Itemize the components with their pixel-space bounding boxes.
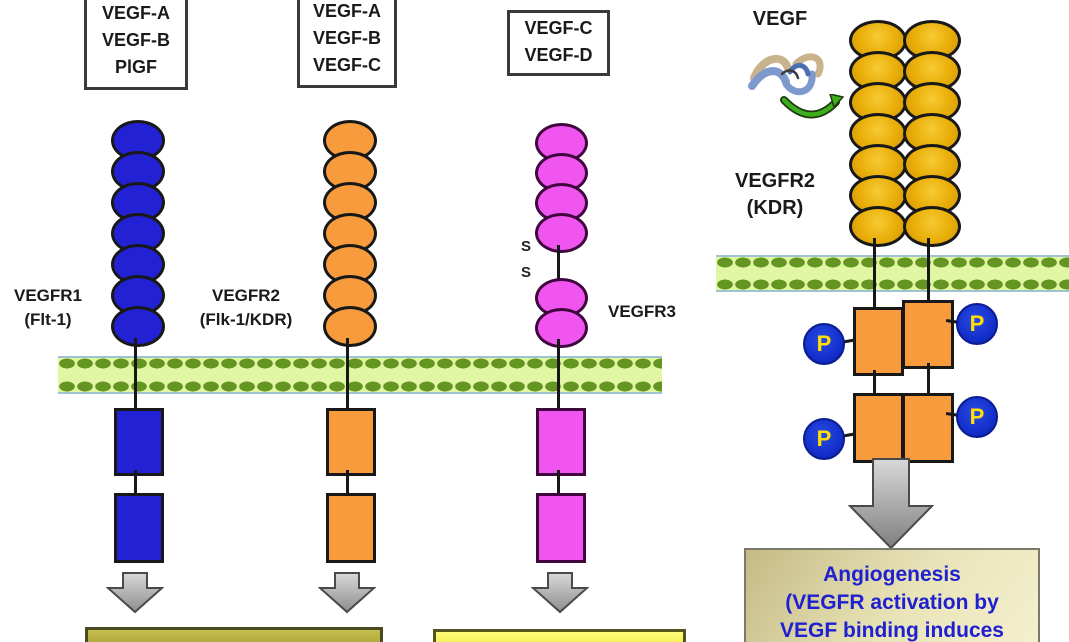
down-arrow-icon: [848, 458, 934, 550]
kinase-domain: [902, 300, 954, 369]
receptor-stalk: [346, 338, 349, 410]
receptor-stalk: [134, 338, 137, 410]
down-arrow-icon: [531, 572, 589, 614]
outcome-line: VEGF binding induces: [779, 619, 1004, 642]
kinase-domain: [326, 493, 376, 563]
receptor-alias: (KDR): [746, 197, 804, 219]
ligand-box-vegfr2: VEGF-A VEGF-B VEGF-C: [297, 0, 397, 88]
lipid-row: [58, 358, 662, 369]
kinase-domain: [853, 307, 904, 376]
kinase-linker: [927, 363, 930, 394]
ligand-box-vegfr1: VEGF-A VEGF-B PlGF: [84, 0, 188, 90]
phosphate-badge: P: [803, 418, 845, 460]
outcome-line: Angiogenesis: [823, 563, 961, 586]
receptor-stalk: [873, 238, 876, 308]
kinase-linker: [346, 470, 349, 494]
ig-domain: [535, 308, 588, 348]
ligand-name: VEGF-D: [524, 45, 593, 65]
lipid-row: [716, 279, 1069, 290]
cell-membrane: [716, 255, 1069, 292]
ig-domain: [323, 306, 377, 347]
ig-domain: [535, 213, 588, 253]
kinase-domain: [326, 408, 376, 476]
ligand-name: VEGF-B: [101, 30, 170, 50]
receptor-name: VEGFR3: [607, 302, 677, 321]
receptor-stalk: [557, 339, 560, 410]
ig-domain: [849, 206, 907, 247]
phosphate-label: P: [969, 404, 985, 429]
phosphate-label: P: [816, 426, 832, 451]
receptor-alias: (Flt-1): [24, 310, 72, 329]
outcome-line: (VEGFR activation by: [785, 591, 999, 614]
ig-domain: [323, 120, 377, 161]
receptor-label-vegfr2-kdr: VEGFR2 (KDR): [716, 168, 834, 222]
vegf-ligand-label: VEGF: [752, 8, 808, 30]
kinase-domain: [114, 408, 164, 476]
receptor-name: VEGFR1: [13, 286, 83, 305]
phosphate-badge: P: [956, 303, 998, 345]
lipid-row: [716, 257, 1069, 268]
phosphate-badge: P: [956, 396, 998, 438]
kinase-domain: [853, 393, 904, 463]
binding-arrow-icon: [780, 94, 844, 119]
ligand-name: VEGF-C: [524, 18, 593, 38]
ligand-name: VEGF-A: [101, 3, 170, 23]
down-arrow-icon: [106, 572, 164, 614]
receptor-stalk: [927, 238, 930, 302]
kinase-domain: [536, 408, 586, 476]
kinase-domain: [902, 393, 954, 463]
receptor-label-vegfr3: VEGFR3: [592, 300, 692, 324]
ligand-name: VEGF-C: [312, 55, 381, 75]
ligand-box-vegfr3: VEGF-C VEGF-D: [507, 10, 610, 76]
receptor-label-vegfr1: VEGFR1 (Flt-1): [0, 284, 96, 332]
receptor-label-vegfr2: VEGFR2 (Flk-1/KDR): [180, 284, 312, 332]
ligand-name: PlGF: [114, 57, 157, 77]
disulfide-linker: [557, 245, 560, 281]
ligand-name: VEGF-B: [312, 28, 381, 48]
outcome-box-right: [433, 629, 686, 642]
kinase-domain: [114, 493, 164, 563]
ligand-name: VEGF-A: [312, 1, 381, 21]
kinase-linker: [873, 370, 876, 394]
kinase-linker: [557, 470, 560, 494]
kinase-linker: [134, 470, 137, 494]
kinase-domain: [536, 493, 586, 563]
cell-membrane: [58, 356, 662, 394]
ig-domain: [903, 206, 961, 247]
disulfide-s-label: S: [521, 264, 532, 281]
phosphate-label: P: [969, 311, 985, 336]
receptor-alias: (Flk-1/KDR): [199, 310, 293, 329]
outcome-box-left: [85, 627, 383, 642]
receptor-name: VEGFR2: [211, 286, 281, 305]
phosphate-label: P: [816, 331, 832, 356]
disulfide-s-label: S: [521, 238, 532, 255]
lipid-row: [58, 381, 662, 392]
ig-domain: [111, 306, 165, 347]
vegf-ligand-structure: [748, 53, 824, 96]
phosphate-badge: P: [803, 323, 845, 365]
receptor-name: VEGFR2: [734, 170, 816, 192]
down-arrow-icon: [318, 572, 376, 614]
angiogenesis-outcome-box: Angiogenesis (VEGFR activation by VEGF b…: [744, 548, 1040, 642]
